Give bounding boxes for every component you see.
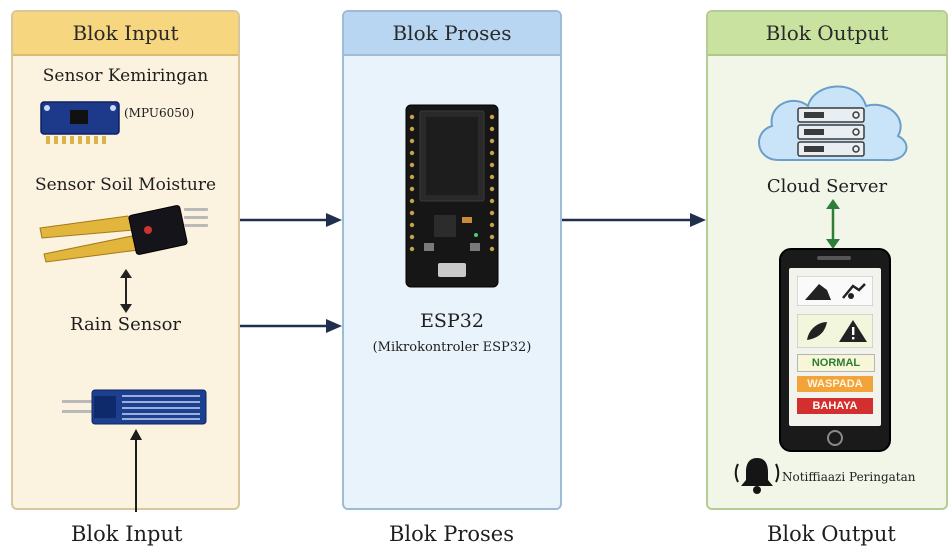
input-block-footer: Blok Input xyxy=(71,522,183,546)
cloud-phone-bidirectional-arrow xyxy=(826,199,840,249)
status-waspada-badge: WASPADA xyxy=(797,376,873,392)
phone-home-button xyxy=(827,430,843,446)
landslide-icon xyxy=(797,276,873,306)
rain-sensor-board-icon xyxy=(62,389,207,425)
rain-sensor-title: Rain Sensor xyxy=(69,314,182,335)
process-block-footer: Blok Proses xyxy=(389,522,514,546)
soil-rain-bidirectional-arrow xyxy=(120,269,132,313)
mpu6050-board-icon xyxy=(40,101,120,144)
cloud-server-icon xyxy=(758,85,908,162)
soil-moisture-probe-icon xyxy=(39,205,208,263)
process-to-output-arrow xyxy=(562,213,706,227)
phone-speaker xyxy=(817,256,851,260)
smartphone-icon: NORMAL WASPADA BAHAYA xyxy=(779,248,891,452)
bell-icon xyxy=(734,458,780,494)
phone-screen: NORMAL WASPADA BAHAYA xyxy=(789,268,881,426)
rain-input-arrow xyxy=(130,429,142,512)
esp32-subtitle: (Mikrokontroler ESP32) xyxy=(372,340,532,355)
input-to-process-arrows xyxy=(240,213,342,333)
soil-sensor-title: Sensor Soil Moisture xyxy=(34,175,217,195)
sensor-warning-icon xyxy=(797,314,873,348)
tilt-sensor-title: Sensor Kemiringan xyxy=(42,66,209,86)
cloud-server-label: Cloud Server xyxy=(766,176,888,197)
status-bahaya-badge: BAHAYA xyxy=(797,398,873,414)
notification-label: Notiffiaazi Peringatan xyxy=(782,470,916,484)
process-block-header: Blok Proses xyxy=(344,12,560,56)
esp32-board-icon xyxy=(405,104,499,288)
input-block-header: Blok Input xyxy=(13,12,238,56)
output-block-footer: Blok Output xyxy=(767,522,896,546)
tilt-sensor-model: (MPU6050) xyxy=(124,106,195,120)
output-block-header: Blok Output xyxy=(708,12,946,56)
esp32-title: ESP32 xyxy=(420,310,484,332)
status-normal-badge: NORMAL xyxy=(797,354,875,372)
